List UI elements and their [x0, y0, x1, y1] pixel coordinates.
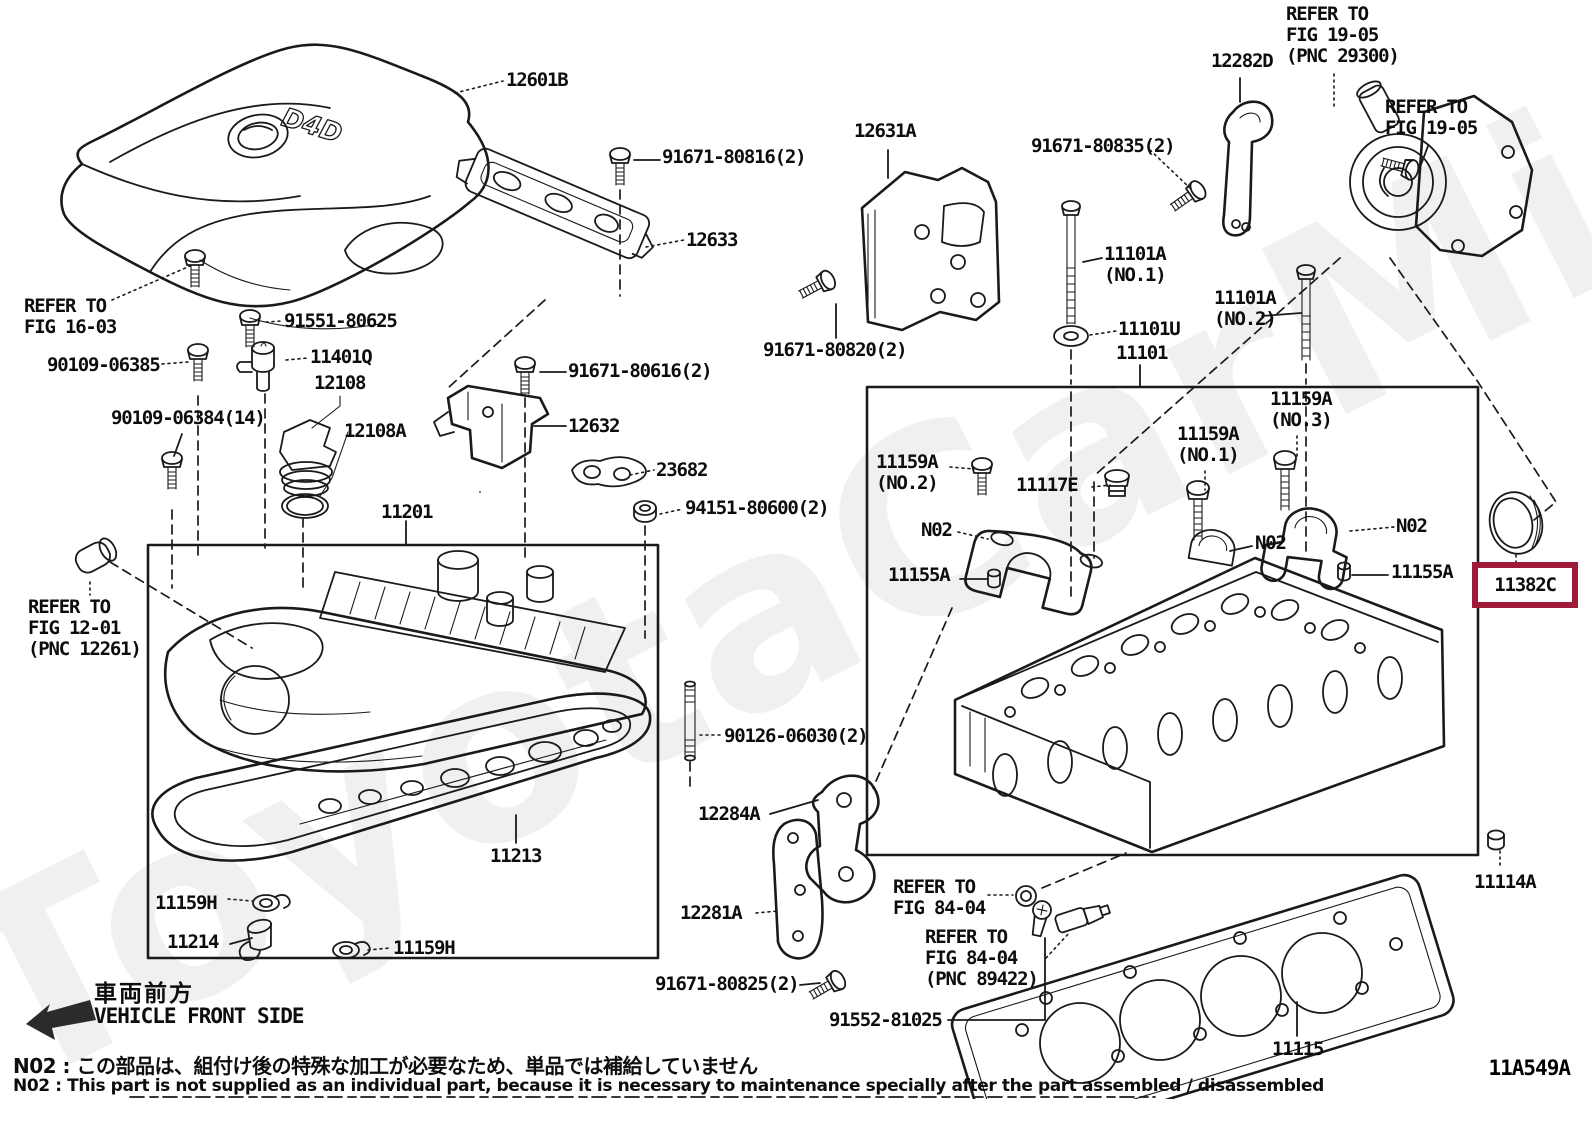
part-label-refer-fig-16-03: REFER TO FIG 16-03: [24, 295, 117, 338]
part-label-91671-80835: 91671-80835(2): [1031, 135, 1176, 157]
part-label-11115: 11115: [1272, 1038, 1324, 1060]
gasket-12108A-art: [281, 493, 329, 519]
part-label-11401Q: 11401Q: [310, 346, 373, 368]
part-label-91552-81025: 91552-81025: [829, 1009, 943, 1031]
part-label-refer-fig-84-04-pnc-89422: REFER TO FIG 84-04 (PNC 89422): [925, 926, 1039, 990]
part-label-23682: 23682: [656, 459, 708, 481]
part-label-11159A-no3: 11159A (NO.3): [1270, 388, 1333, 431]
part-label-91671-80820: 91671-80820(2): [763, 339, 908, 361]
part-label-12633: 12633: [686, 229, 738, 251]
cover-badge-text: D4D: [278, 103, 345, 150]
part-label-12601B: 12601B: [506, 69, 569, 91]
seal-washer-23682-art: [571, 456, 647, 488]
hanger-12282D-art: [1221, 100, 1274, 237]
head-gasket-11115-art: [950, 873, 1455, 1099]
brackets-1228x-art: [772, 774, 880, 960]
cylinder-head-cover-box: [146, 543, 660, 960]
plug-11114A-art: [1487, 829, 1505, 851]
part-label-11155A-right: 11155A: [1391, 561, 1454, 583]
valve-cover-art: [151, 550, 652, 862]
part-label-94151-80600: 94151-80600(2): [685, 497, 830, 519]
part-label-12108A: 12108A: [344, 420, 407, 442]
part-label-12631A: 12631A: [854, 120, 917, 142]
part-label-11201: 11201: [381, 501, 433, 523]
part-label-11213: 11213: [490, 845, 542, 867]
part-label-11117E: 11117E: [1016, 474, 1079, 496]
part-label-91671-80616: 91671-80616(2): [568, 360, 713, 382]
vacuum-pump-art: [1349, 80, 1534, 258]
part-label-refer-fig-19-05-pnc-29300: REFER TO FIG 19-05 (PNC 29300): [1286, 3, 1400, 67]
group-boxes: [146, 385, 1480, 960]
part-label-90109-06385: 90109-06385: [47, 354, 161, 376]
cylinder-head-art: [953, 507, 1446, 854]
oil-cap-12108-art: [279, 419, 337, 497]
seal-ring-84-04-art: [1015, 885, 1037, 907]
part-label-91551-80625: 91551-80625: [284, 310, 398, 332]
part-label-11101A-no1: 11101A (NO.1): [1104, 243, 1167, 286]
part-label-N02-mid: N02: [1255, 532, 1287, 554]
leader-lines: [89, 73, 1557, 1037]
part-label-11382C: 11382C: [1472, 562, 1578, 608]
part-label-11101U: 11101U: [1118, 318, 1181, 340]
part-label-refer-fig-12-01-pnc-12261: REFER TO FIG 12-01 (PNC 12261): [28, 596, 142, 660]
part-label-N02-right: N02: [1396, 515, 1428, 537]
bracket-12633-art: [455, 147, 654, 260]
part-label-12282D: 12282D: [1211, 50, 1274, 72]
part-label-11214: 11214: [167, 931, 219, 953]
part-label-11101: 11101: [1116, 342, 1168, 364]
bracket-12632-art: [433, 384, 550, 470]
part-label-12281A: 12281A: [680, 902, 743, 924]
sensor-11401Q-art: [236, 341, 275, 392]
sensor-89422-art: [1054, 904, 1111, 934]
vehicle-front-arrow: [26, 1000, 96, 1040]
bracket-12631A-art: [860, 166, 1001, 332]
vehicle-front-label-jp: 車両前方: [94, 981, 194, 1007]
plug-11117E-art: [1104, 469, 1130, 497]
part-label-N02-left: N02: [921, 519, 953, 541]
part-label-11159H-left: 11159H: [155, 892, 218, 914]
part-label-90126-06030: 90126-06030(2): [724, 725, 869, 747]
part-label-12108: 12108: [314, 372, 366, 394]
union-11214-art: [238, 918, 273, 962]
vehicle-front-label-en: VEHICLE FRONT SIDE: [94, 1004, 305, 1028]
diagram-code: 11A549A: [1488, 1056, 1571, 1080]
part-label-91671-80816: 91671-80816(2): [662, 146, 807, 168]
oil-seal-11382C-art: [1488, 491, 1544, 555]
part-label-refer-fig-84-04: REFER TO FIG 84-04: [893, 876, 986, 919]
part-label-11159H-right: 11159H: [393, 937, 456, 959]
cylinder-head-box: [865, 385, 1480, 857]
exploded-parts-drawing: D4D: [26, 43, 1557, 1099]
part-label-12284A: 12284A: [698, 803, 761, 825]
part-label-11101A-no2: 11101A (NO.2): [1214, 287, 1277, 330]
footnote-jp: N02 : この部品は、組付け後の特殊な加工が必要なため、単品では補給していませ…: [13, 1054, 758, 1078]
part-label-11155A-left: 11155A: [888, 564, 951, 586]
footnote-en: N02 : This part is not supplied as an in…: [13, 1076, 1324, 1096]
part-label-refer-fig-19-05: REFER TO FIG 19-05: [1385, 96, 1478, 139]
part-label-11114A: 11114A: [1474, 871, 1537, 893]
hardware-art: [74, 147, 1505, 1006]
part-label-90109-06384: 90109-06384(14): [111, 407, 266, 429]
part-label-11159A-no2: 11159A (NO.2): [876, 451, 939, 494]
part-label-91671-80825: 91671-80825(2): [655, 973, 800, 995]
part-label-11159A-no1: 11159A (NO.1): [1177, 423, 1240, 466]
breather-refer-12-01-art: [74, 537, 118, 574]
part-label-12632: 12632: [568, 415, 620, 437]
